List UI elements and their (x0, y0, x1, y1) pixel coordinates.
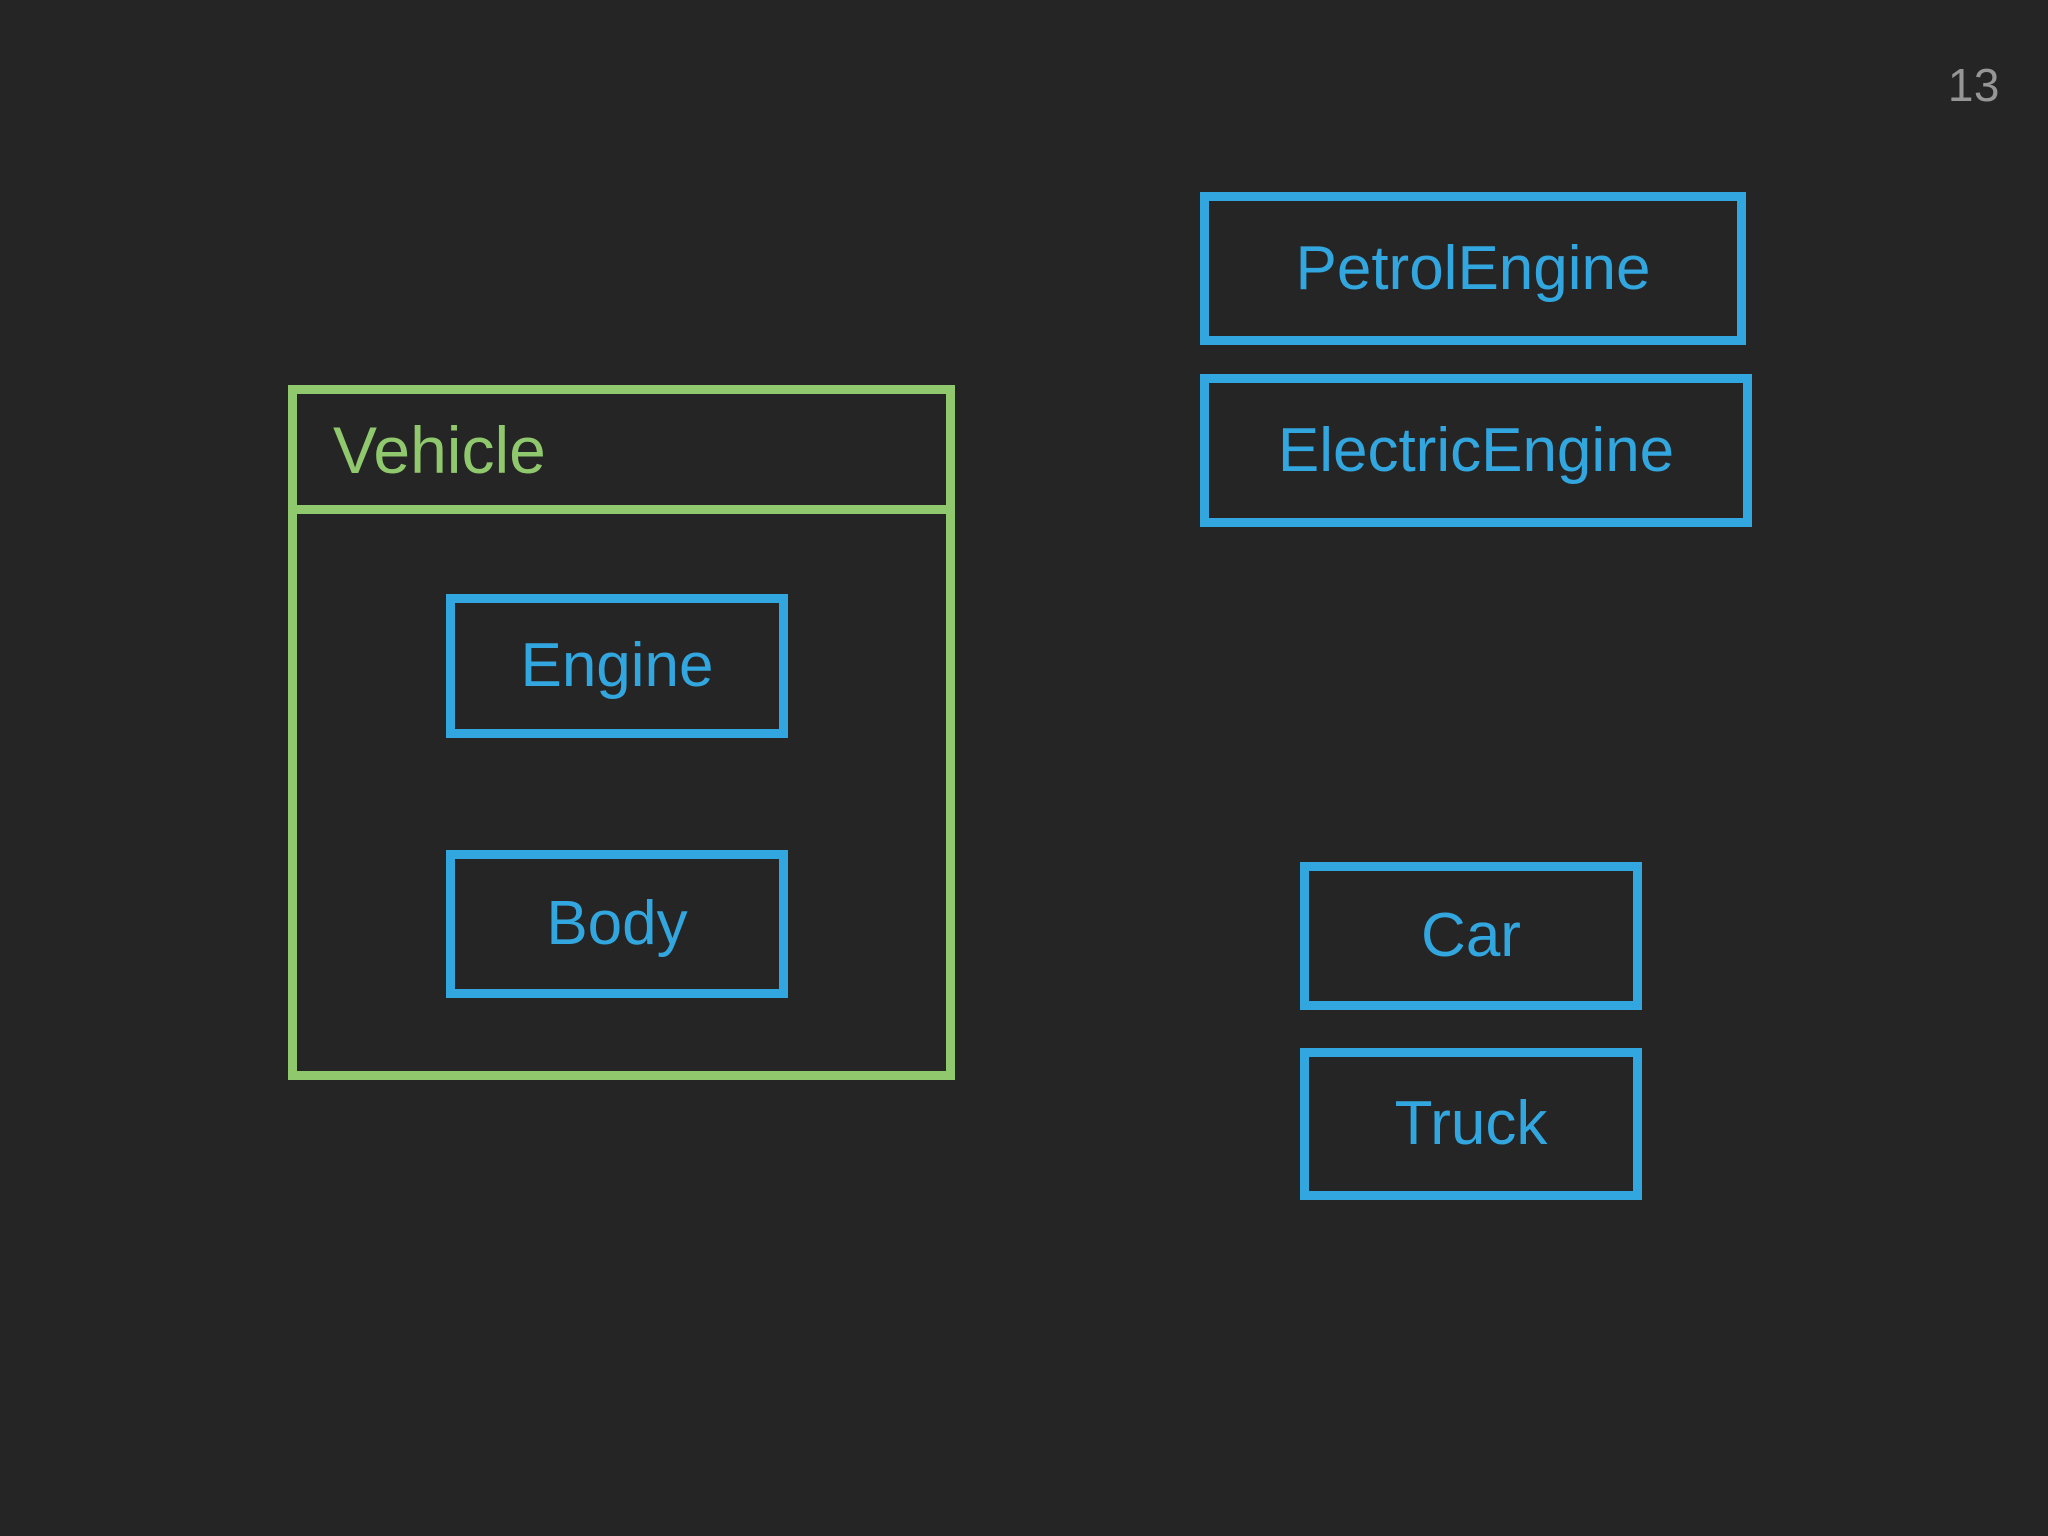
engine-box[interactable]: Engine (446, 594, 788, 738)
car-box-label: Car (1421, 901, 1521, 970)
vehicle-container-title: Vehicle (333, 412, 546, 487)
petrol-engine-box-label: PetrolEngine (1295, 233, 1651, 303)
truck-box-label: Truck (1394, 1089, 1548, 1158)
engine-box-label: Engine (520, 631, 714, 700)
vehicle-container-box[interactable]: Vehicle Engine Body (288, 385, 955, 1080)
electric-engine-box[interactable]: ElectricEngine (1200, 374, 1752, 527)
electric-engine-box-label: ElectricEngine (1277, 415, 1675, 485)
petrol-engine-box[interactable]: PetrolEngine (1200, 192, 1746, 345)
body-box[interactable]: Body (446, 850, 788, 998)
page-number: 13 (1947, 59, 2000, 111)
truck-box[interactable]: Truck (1300, 1048, 1642, 1200)
vehicle-container-header: Vehicle (297, 394, 946, 514)
vehicle-container-body: Engine Body (297, 514, 946, 1062)
car-box[interactable]: Car (1300, 862, 1642, 1010)
body-box-label: Body (546, 889, 688, 958)
